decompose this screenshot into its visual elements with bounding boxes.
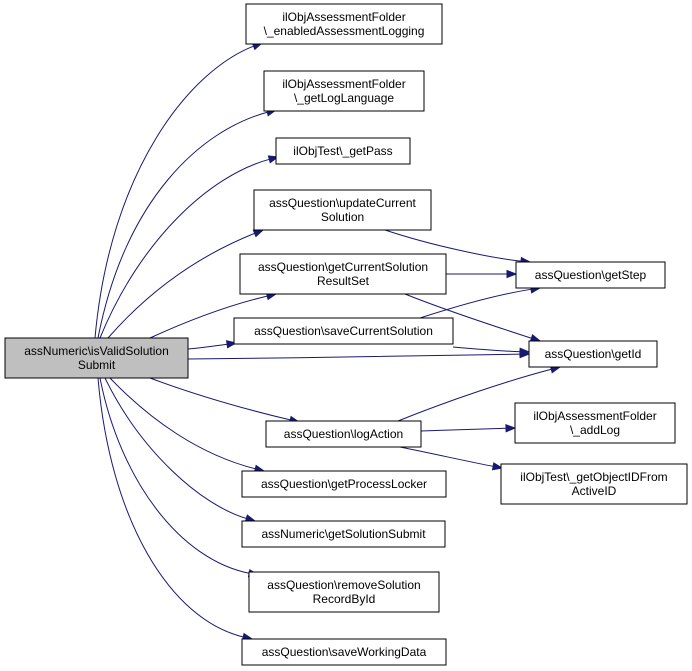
arrowhead-n5-to-n12 bbox=[506, 269, 518, 279]
node-box bbox=[241, 638, 447, 666]
node-label-line: assQuestion\saveCurrentSolution bbox=[254, 324, 433, 338]
node-label-line: ilObjTest\_getPass bbox=[293, 144, 392, 158]
node-label-line: assQuestion\logAction bbox=[284, 427, 403, 441]
edge-n6-to-n13 bbox=[452, 346, 522, 353]
edge-root-to-n6 bbox=[187, 343, 229, 350]
edge-root-to-n7 bbox=[149, 377, 292, 421]
edge-root-to-n10 bbox=[99, 377, 251, 574]
function-node[interactable]: assQuestion\logAction bbox=[265, 420, 422, 448]
edge-n6-to-n12 bbox=[419, 288, 533, 319]
node-box bbox=[245, 3, 443, 45]
node-box bbox=[263, 70, 425, 112]
node-label-line: assQuestion\getStep bbox=[535, 268, 647, 282]
edge-n7-to-n14 bbox=[420, 427, 508, 432]
edge-root-to-n11 bbox=[97, 377, 245, 638]
arrowhead-n7-to-n15 bbox=[491, 462, 504, 471]
edge-root-to-n13 bbox=[187, 353, 522, 360]
function-node[interactable]: ilObjTest\_getPass bbox=[275, 137, 411, 165]
function-node[interactable]: assQuestion\saveCurrentSolution bbox=[233, 317, 454, 345]
node-box bbox=[265, 420, 422, 448]
function-node[interactable]: assQuestion\saveWorkingData bbox=[241, 638, 447, 666]
node-box bbox=[241, 470, 447, 498]
node-box bbox=[253, 189, 432, 231]
function-node[interactable]: assQuestion\getProcessLocker bbox=[241, 470, 447, 498]
node-label-line: ActiveID bbox=[572, 484, 617, 498]
edge-root-to-n3 bbox=[99, 158, 271, 339]
edge-n7-to-n15 bbox=[399, 446, 495, 468]
edge-root-to-n9 bbox=[104, 377, 248, 520]
edge-n5-to-n13 bbox=[404, 293, 533, 340]
node-label-line: ilObjAssessmentFolder bbox=[533, 409, 656, 423]
edge-root-to-n1 bbox=[94, 45, 255, 339]
node-box bbox=[248, 571, 440, 613]
node-label-line: assQuestion\getId bbox=[545, 347, 642, 361]
node-label-line: assQuestion\saveWorkingData bbox=[262, 645, 427, 659]
node-label-line: assQuestion\updateCurrent bbox=[269, 196, 416, 210]
function-node[interactable]: assQuestion\getStep bbox=[515, 261, 666, 289]
function-node[interactable]: ilObjAssessmentFolder\_addLog bbox=[514, 402, 676, 444]
node-label-line: Solution bbox=[321, 210, 364, 224]
node-label-line: ilObjAssessmentFolder bbox=[282, 77, 405, 91]
node-box bbox=[4, 337, 189, 379]
node-label-line: \_getLogLanguage bbox=[294, 91, 394, 105]
node-label-line: ilObjTest\_getObjectIDFrom bbox=[520, 470, 667, 484]
edge-root-to-n8 bbox=[109, 377, 257, 470]
node-label-line: Submit bbox=[78, 358, 116, 372]
node-box bbox=[515, 261, 666, 289]
function-node[interactable]: assNumeric\getSolutionSubmit bbox=[241, 520, 446, 548]
node-label-line: RecordById bbox=[313, 592, 376, 606]
function-node[interactable]: ilObjAssessmentFolder\_enabledAssessment… bbox=[245, 3, 443, 45]
node-label-line: \_enabledAssessmentLogging bbox=[264, 24, 425, 38]
node-box bbox=[500, 463, 688, 505]
arrowhead-n7-to-n14 bbox=[505, 424, 517, 433]
node-label-line: assNumeric\isValidSolution bbox=[24, 344, 169, 358]
node-box bbox=[233, 317, 454, 345]
node-box bbox=[241, 520, 446, 548]
edges-layer bbox=[94, 42, 562, 641]
function-node[interactable]: assQuestion\getId bbox=[528, 340, 658, 368]
function-node[interactable]: ilObjAssessmentFolder\_getLogLanguage bbox=[263, 70, 425, 112]
node-label-line: \_addLog bbox=[570, 423, 620, 437]
node-label-line: assQuestion\getProcessLocker bbox=[261, 477, 427, 491]
node-label-line: ilObjAssessmentFolder bbox=[282, 10, 405, 24]
edge-root-to-n2 bbox=[97, 111, 269, 339]
edge-root-to-n4 bbox=[107, 232, 256, 339]
node-box bbox=[528, 340, 658, 368]
node-label-line: ResultSet bbox=[317, 274, 370, 288]
node-box bbox=[239, 253, 447, 295]
node-box bbox=[514, 402, 676, 444]
node-label-line: assQuestion\getCurrentSolution bbox=[258, 260, 428, 274]
node-label-line: assQuestion\removeSolution bbox=[267, 578, 420, 592]
arrowhead-n6-to-n13 bbox=[519, 347, 531, 356]
edge-n7-to-n13 bbox=[397, 368, 553, 422]
edge-n4-to-n12 bbox=[384, 229, 523, 262]
node-label-line: assNumeric\getSolutionSubmit bbox=[261, 527, 426, 541]
arrowhead-root-to-n4 bbox=[252, 229, 265, 238]
node-box bbox=[275, 137, 411, 165]
edge-root-to-n5 bbox=[149, 295, 269, 339]
